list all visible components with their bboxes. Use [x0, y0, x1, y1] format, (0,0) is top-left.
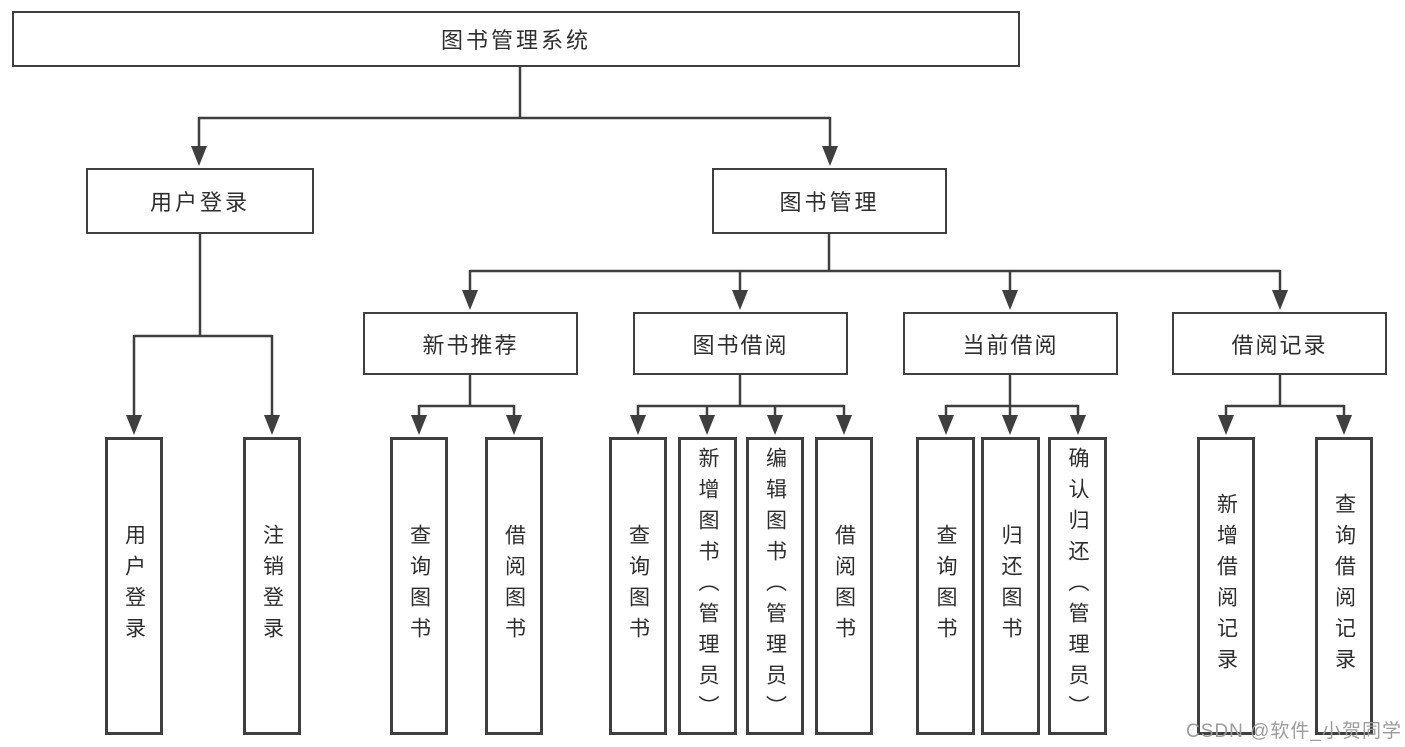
node-label: 图书借阅 [692, 332, 789, 358]
node-label: 借阅图书 [502, 524, 526, 648]
leaf-borrow-books-borrowing: 借阅图书 [815, 437, 873, 735]
node-label: 图书管理 [779, 190, 880, 215]
leaf-borrow-books-newbook: 借阅图书 [485, 437, 543, 735]
leaf-confirm-return-admin: 确认归还（管理员） [1048, 437, 1107, 735]
node-label: 查询图书 [934, 524, 957, 648]
node-label: 图书管理系统 [440, 28, 591, 53]
node-user-login: 用户登录 [86, 168, 314, 234]
node-borrowing-records: 借阅记录 [1172, 312, 1387, 375]
node-library-management-system: 图书管理系统 [12, 11, 1020, 67]
leaf-logout: 注销登录 [243, 437, 301, 735]
node-label: 归还图书 [999, 524, 1022, 648]
node-label: 用户登录 [122, 524, 146, 648]
leaf-query-books-borrowing: 查询图书 [609, 437, 667, 735]
node-label: 注销登录 [260, 524, 284, 648]
leaf-query-books-current: 查询图书 [916, 437, 975, 735]
node-new-book-recommendation: 新书推荐 [363, 312, 578, 375]
node-label: 当前借阅 [962, 332, 1059, 358]
leaf-edit-books-admin: 编辑图书（管理员） [746, 437, 804, 735]
node-label: 确认归还（管理员） [1066, 446, 1089, 726]
node-label: 查询借阅记录 [1332, 493, 1356, 679]
node-label: 新书推荐 [422, 332, 519, 358]
node-label: 借阅记录 [1231, 332, 1328, 358]
node-label: 借阅图书 [832, 524, 856, 648]
leaf-return-books: 归还图书 [981, 437, 1040, 735]
node-label: 新增借阅记录 [1214, 493, 1238, 679]
arrowheads [126, 146, 1352, 435]
leaf-user-login: 用户登录 [105, 437, 163, 735]
node-label: 查询图书 [626, 524, 650, 648]
leaf-add-borrow-record: 新增借阅记录 [1197, 437, 1255, 735]
leaf-query-books-newbook: 查询图书 [390, 437, 448, 735]
leaf-add-books-admin: 新增图书（管理员） [678, 437, 737, 735]
node-current-borrowing: 当前借阅 [903, 312, 1118, 375]
node-label: 编辑图书（管理员） [763, 446, 787, 726]
leaf-query-borrow-record: 查询借阅记录 [1315, 437, 1373, 735]
node-book-borrowing: 图书借阅 [633, 312, 848, 375]
node-label: 新增图书（管理员） [696, 446, 719, 726]
node-label: 用户登录 [149, 190, 250, 215]
csdn-watermark: CSDN @软件_小贺同学 [1186, 721, 1402, 742]
node-label: 查询图书 [407, 524, 431, 648]
node-book-management: 图书管理 [712, 168, 947, 234]
